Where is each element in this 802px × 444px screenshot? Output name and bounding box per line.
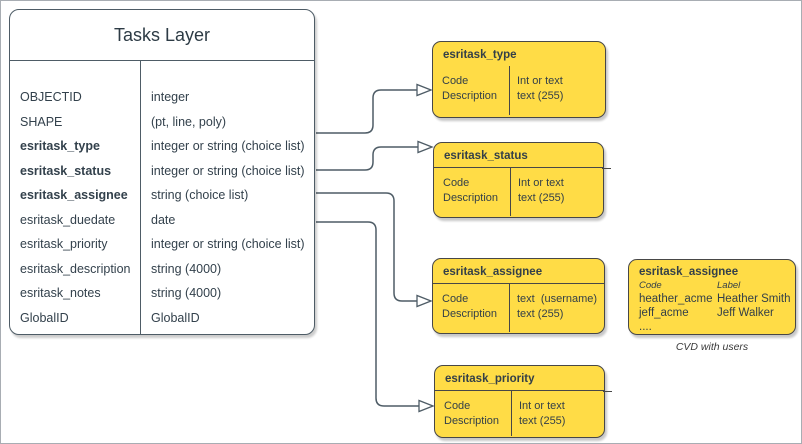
connector-esritask-type[interactable] — [316, 83, 433, 134]
field-name: esritask_notes — [20, 286, 101, 301]
code-type: Int or text — [517, 75, 563, 87]
choice-list-esritask-assignee[interactable]: esritask_assignee Code Description text … — [432, 258, 605, 334]
cvd-code: jeff_acme — [639, 307, 689, 319]
divider-overhang — [602, 167, 611, 169]
choice-list-esritask-type[interactable]: esritask_type Code Description Int or te… — [432, 41, 606, 118]
table-row: esritask_type integer or string (choice … — [10, 134, 314, 159]
choice-list-esritask-status[interactable]: esritask_status Code Description Int or … — [433, 142, 611, 218]
code-type: Int or text — [519, 400, 565, 412]
arrowhead-priority-icon — [418, 399, 435, 413]
field-type: integer or string (choice list) — [151, 139, 305, 154]
choice-list-body: Code Description Int or text text (255) — [433, 66, 605, 115]
cvd-caption: CVD with users — [675, 341, 749, 353]
description-label: Description — [443, 192, 499, 204]
arrowhead-type-icon — [416, 83, 433, 97]
table-body: OBJECTID integer SHAPE (pt, line, poly) … — [10, 61, 314, 330]
field-type: GlobalID — [151, 310, 200, 325]
choice-list-esritask-priority[interactable]: esritask_priority Code Description Int o… — [434, 365, 612, 438]
field-name: esritask_priority — [20, 237, 108, 252]
table-title: Tasks Layer — [10, 10, 314, 61]
table-row: esritask_description string (4000) — [10, 257, 314, 282]
field-type: string (4000) — [151, 261, 222, 276]
connector-esritask-assignee[interactable] — [316, 192, 433, 308]
table-row: esritask_status integer or string (choic… — [10, 159, 314, 184]
field-name: esritask_type — [20, 139, 100, 154]
cvd-users-box[interactable]: esritask_assignee Code Label heather_acm… — [628, 259, 796, 335]
code-type: Int or text — [518, 177, 564, 189]
table-row: esritask_priority integer or string (cho… — [10, 232, 314, 257]
field-type: date — [151, 212, 176, 227]
cvd-ellipsis: .... — [639, 321, 652, 333]
code-label: Code — [443, 177, 470, 189]
column-divider — [140, 61, 142, 334]
code-label: Code — [444, 400, 471, 412]
cvd-label: Jeff Walker — [717, 307, 774, 319]
field-name: SHAPE — [20, 114, 63, 129]
description-type: text (255) — [517, 308, 564, 320]
tasks-layer-table[interactable]: Tasks Layer OBJECTID integer SHAPE (pt, … — [9, 9, 315, 335]
choice-list-title: esritask_type — [443, 49, 517, 61]
description-type: text (255) — [517, 90, 564, 102]
field-name: OBJECTID — [20, 90, 82, 105]
description-label: Description — [442, 308, 498, 320]
field-name: esritask_description — [20, 261, 131, 276]
cvd-label: Heather Smith — [717, 293, 791, 305]
table-row: esritask_notes string (4000) — [10, 281, 314, 306]
choice-list-title: esritask_assignee — [433, 259, 604, 284]
field-type: string (choice list) — [151, 188, 249, 203]
choice-list-body: Code Description Int or text text (255) — [434, 168, 603, 216]
code-type: text (username) — [517, 293, 598, 305]
table-row: esritask_assignee string (choice list) — [10, 183, 314, 208]
arrowhead-status-icon — [417, 140, 434, 154]
field-name: esritask_duedate — [20, 212, 116, 227]
cvd-code: heather_acme — [639, 293, 713, 305]
field-name: esritask_status — [20, 163, 112, 178]
table-row: GlobalID GlobalID — [10, 306, 314, 331]
field-type: (pt, line, poly) — [151, 114, 227, 129]
field-type: integer or string (choice list) — [151, 163, 305, 178]
description-type: text (255) — [519, 415, 566, 427]
cvd-grid: Code Label heather_acme Heather Smith je… — [639, 279, 795, 334]
code-label: Code — [442, 293, 469, 305]
code-label: Code — [442, 75, 469, 87]
choice-list-title: esritask_priority — [435, 366, 604, 391]
choice-list-body: Code Description text (username) text (2… — [433, 284, 604, 332]
choice-list-title: esritask_status — [434, 143, 603, 168]
field-type: integer or string (choice list) — [151, 237, 305, 252]
connector-esritask-priority[interactable] — [316, 221, 435, 413]
cvd-title: esritask_assignee — [639, 266, 739, 278]
field-type: string (4000) — [151, 286, 222, 301]
divider-overhang — [603, 390, 612, 392]
table-row: OBJECTID integer — [10, 85, 314, 110]
field-name: esritask_assignee — [20, 188, 128, 203]
description-type: text (255) — [518, 192, 565, 204]
field-name: GlobalID — [20, 310, 69, 325]
cvd-header-code: Code — [639, 280, 662, 291]
table-row: esritask_duedate date — [10, 208, 314, 233]
cvd-header-label: Label — [717, 280, 741, 291]
field-type: integer — [151, 90, 190, 105]
table-row: SHAPE (pt, line, poly) — [10, 110, 314, 135]
connector-esritask-status[interactable] — [316, 140, 434, 171]
choice-list-body: Code Description Int or text text (255) — [435, 391, 604, 436]
description-label: Description — [444, 415, 500, 427]
description-label: Description — [442, 90, 498, 102]
arrowhead-assignee-icon — [416, 294, 433, 308]
